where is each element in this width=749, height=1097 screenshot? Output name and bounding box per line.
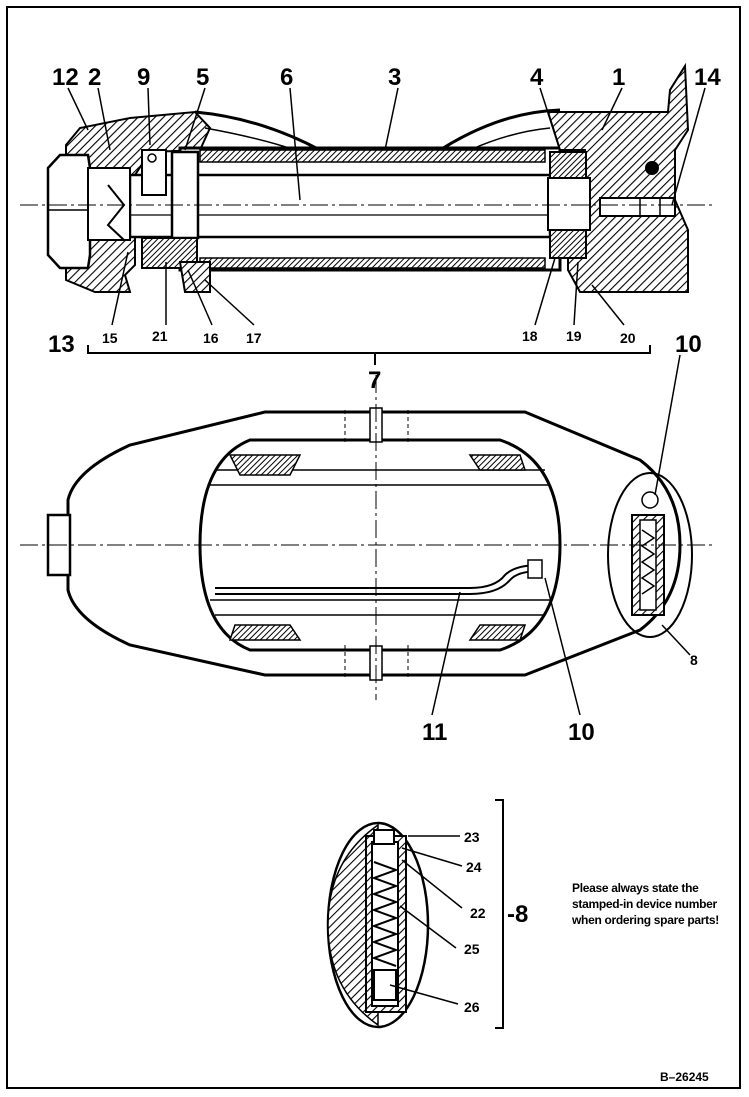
spring-25 xyxy=(371,861,399,967)
label-11: 11 xyxy=(422,719,447,746)
section-view xyxy=(20,62,715,365)
label-14: 14 xyxy=(694,64,721,91)
ordering-note: Please always state the stamped-in devic… xyxy=(572,881,719,927)
label-24: 24 xyxy=(466,859,482,875)
label-1: 1 xyxy=(612,64,625,91)
label-detail-8: -8 xyxy=(507,901,528,928)
label-2: 2 xyxy=(88,64,101,91)
label-10-bottom: 10 xyxy=(568,719,595,746)
pipe-11 xyxy=(215,564,541,589)
part-labels: 12 2 9 5 6 3 4 1 14 13 15 21 16 17 18 19… xyxy=(48,64,721,1015)
label-12: 12 xyxy=(52,64,79,91)
label-5: 5 xyxy=(196,64,209,91)
label-19: 19 xyxy=(566,328,582,344)
label-3: 3 xyxy=(388,64,401,91)
label-17: 17 xyxy=(246,330,262,346)
label-10-top: 10 xyxy=(675,331,702,358)
label-18: 18 xyxy=(522,328,538,344)
pin-14 xyxy=(599,197,676,217)
label-25: 25 xyxy=(464,941,480,957)
body-arc-right xyxy=(439,108,561,152)
fitting-10 xyxy=(527,559,543,579)
figure-number: B–26245 xyxy=(660,1070,709,1084)
plug-26 xyxy=(373,969,397,1001)
valve-detail xyxy=(326,799,504,1029)
label-9: 9 xyxy=(137,64,150,91)
label-6: 6 xyxy=(280,64,293,91)
piston-5 xyxy=(170,150,200,240)
cylinder-wall-bottom xyxy=(199,257,546,269)
label-23: 23 xyxy=(464,829,480,845)
label-8: 8 xyxy=(690,652,698,668)
label-21: 21 xyxy=(152,328,168,344)
label-22: 22 xyxy=(470,905,486,921)
gland-16 xyxy=(178,261,211,293)
washer-19 xyxy=(547,177,591,231)
screw-23 xyxy=(373,829,395,845)
label-26: 26 xyxy=(464,999,480,1015)
cylinder-wall-top xyxy=(199,149,546,163)
body-arc-left xyxy=(194,110,321,152)
bracket-8 xyxy=(495,799,504,1029)
label-20: 20 xyxy=(620,330,636,346)
nut-13 xyxy=(46,153,92,270)
label-4: 4 xyxy=(530,64,544,91)
label-15: 15 xyxy=(102,330,118,346)
seal-9 xyxy=(141,149,167,196)
label-16: 16 xyxy=(203,330,219,346)
label-7: 7 xyxy=(368,367,381,394)
bracket-7 xyxy=(87,345,651,354)
spring-15 xyxy=(106,184,126,241)
valve-8-outline xyxy=(607,472,693,638)
top-view xyxy=(20,354,715,716)
label-13: 13 xyxy=(48,331,75,358)
drawing-frame xyxy=(6,6,741,1089)
